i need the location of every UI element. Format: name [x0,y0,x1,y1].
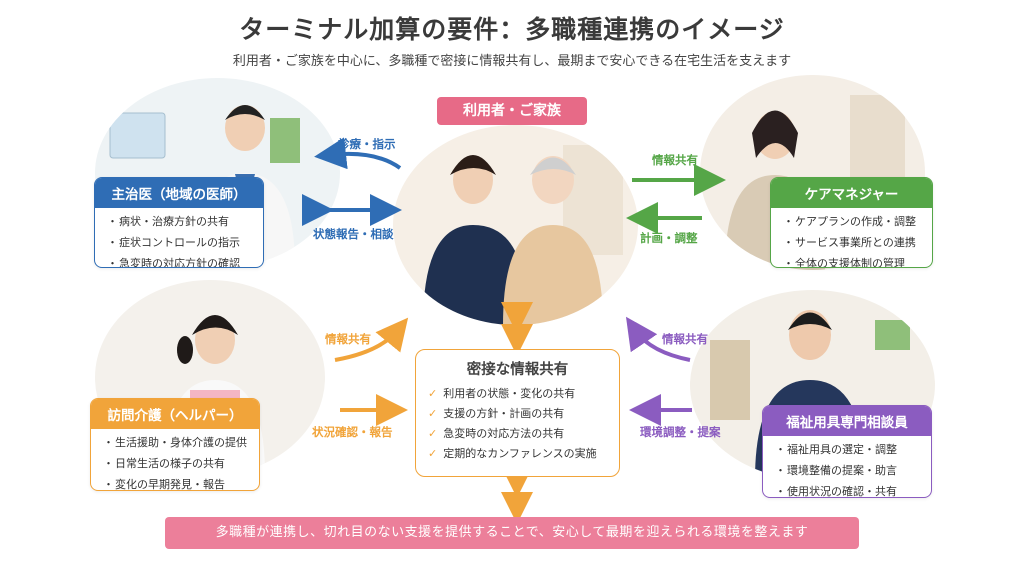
doctor-arrow-out [314,137,402,170]
list-item: サービス事業所との連携 [783,232,922,253]
list-item: ケアプランの作成・調整 [783,211,922,232]
list-item: 急変時の対応方法の共有 [428,424,607,444]
helper-arrow-in-label: 状況確認・報告 [312,425,393,439]
info-sharing-title: 密接な情報共有 [466,362,569,378]
list-item: 使用状況の確認・共有 [775,481,921,497]
care-manager-card: ケアマネジャー ケアプランの作成・調整 サービス事業所との連携 全体の支援体制の… [770,177,933,268]
helper-card-title: 訪問介護（ヘルパー） [91,399,259,429]
list-item: 福祉用具の選定・調整 [775,439,921,460]
list-item: 日常生活の様子の共有 [103,453,249,474]
page-subtitle: 利用者・ご家族を中心に、多職種で密接に情報共有し、最期まで安心できる在宅生活を支… [232,54,792,69]
caremgr-arrow-out-label: 情報共有 [652,153,698,167]
helper-arrow-out-label: 情報共有 [325,332,371,346]
list-item: 利用者の状態・変化の共有 [428,384,607,404]
list-item: 定期的なカンファレンスの実施 [428,444,607,464]
info-sharing-card: 密接な情報共有 利用者の状態・変化の共有 支援の方針・計画の共有 急変時の対応方… [415,349,620,477]
list-item: 変化の早期発見・報告 [103,474,249,490]
doctor-card: 主治医（地域の医師） 病状・治療方針の共有 症状コントロールの指示 急変時の対応… [94,177,264,268]
list-item: 生活援助・身体介護の提供 [103,432,249,453]
list-item: 症状コントロールの指示 [107,232,253,253]
doctor-card-title: 主治医（地域の医師） [95,178,263,208]
caremgr-arrow-in-label: 計画・調整 [640,231,698,245]
helper-card: 訪問介護（ヘルパー） 生活援助・身体介護の提供 日常生活の様子の共有 変化の早期… [90,398,260,491]
list-item: 支援の方針・計画の共有 [428,404,607,424]
footer-banner: 多職種が連携し、切れ目のない支援を提供することで、安心して最期を迎えられる環境を… [165,517,859,549]
equipment-card-title: 福祉用具専門相談員 [763,406,931,436]
list-item: 環境整備の提案・助言 [775,460,921,481]
doctor-arrow-out-label: 診療・指示 [338,137,396,151]
list-item: 急変時の対応方針の確認 [107,253,253,267]
care-manager-card-title: ケアマネジャー [771,178,932,208]
page-title: ターミナル加算の要件：多職種連携のイメージ [239,15,785,44]
center-badge: 利用者・ご家族 [437,97,587,125]
equipment-arrow-in-label: 環境調整・提案 [640,425,721,439]
list-item: 全体の支援体制の管理 [783,253,922,267]
patient-family-photo [393,125,638,325]
equipment-card: 福祉用具専門相談員 福祉用具の選定・調整 環境整備の提案・助言 使用状況の確認・… [762,405,932,498]
doctor-arrow-in-label: 状態報告・相談 [313,227,394,241]
list-item: 病状・治療方針の共有 [107,211,253,232]
equipment-arrow-out-label: 情報共有 [662,332,708,346]
